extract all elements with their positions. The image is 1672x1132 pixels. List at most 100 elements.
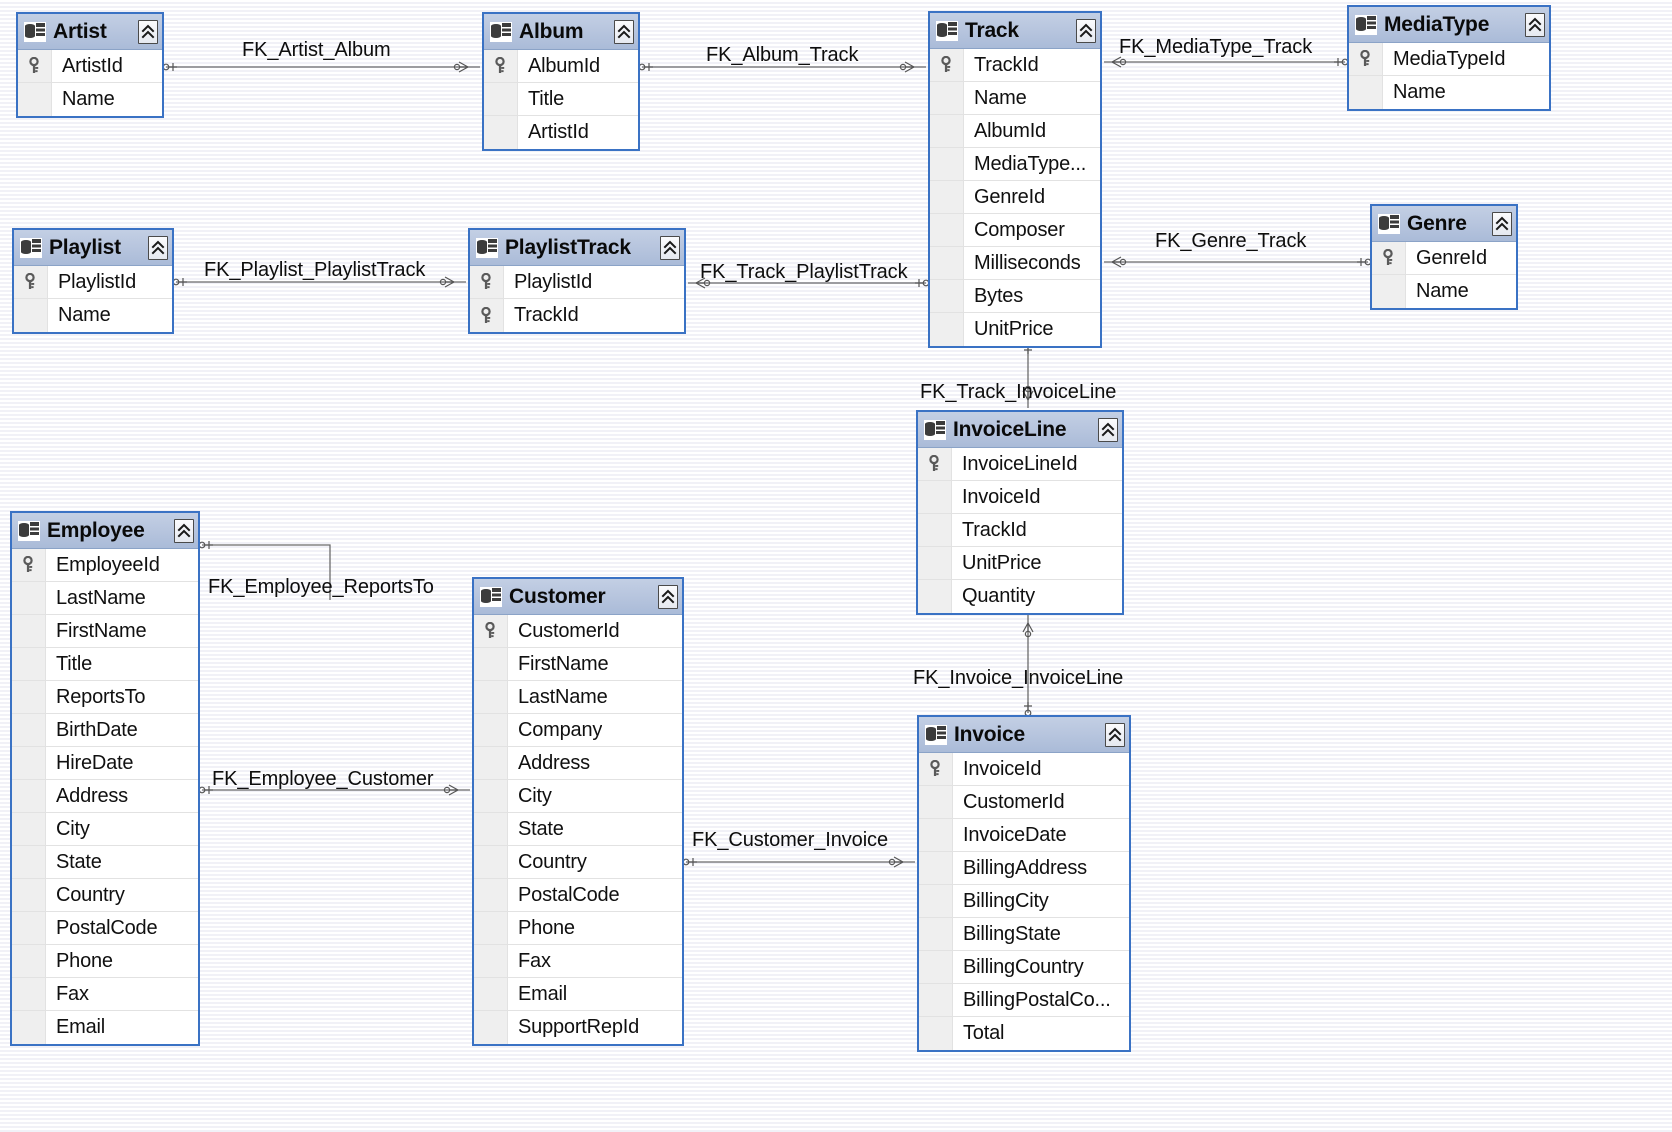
field-row[interactable]: PostalCode — [474, 879, 682, 912]
field-row[interactable]: Milliseconds — [930, 247, 1100, 280]
double-chevron-up-icon[interactable] — [174, 518, 194, 543]
field-row[interactable]: FirstName — [474, 648, 682, 681]
field-row[interactable]: Name — [1372, 275, 1516, 308]
entity-header-track[interactable]: Track — [930, 13, 1100, 49]
field-row[interactable]: GenreId — [1372, 242, 1516, 275]
entity-header-invoiceline[interactable]: InvoiceLine — [918, 412, 1122, 448]
field-row[interactable]: InvoiceId — [918, 481, 1122, 514]
field-row[interactable]: Quantity — [918, 580, 1122, 613]
double-chevron-up-icon[interactable] — [658, 584, 678, 609]
entity-header-album[interactable]: Album — [484, 14, 638, 50]
double-chevron-up-icon[interactable] — [138, 19, 158, 44]
field-row[interactable]: HireDate — [12, 747, 198, 780]
field-row[interactable]: MediaTypeId — [1349, 43, 1549, 76]
field-row[interactable]: TrackId — [918, 514, 1122, 547]
field-row[interactable]: AlbumId — [930, 115, 1100, 148]
field-row[interactable]: Email — [474, 978, 682, 1011]
entity-header-invoice[interactable]: Invoice — [919, 717, 1129, 753]
field-row[interactable]: Name — [1349, 76, 1549, 109]
field-row[interactable]: City — [474, 780, 682, 813]
field-row[interactable]: Country — [474, 846, 682, 879]
field-row[interactable]: InvoiceId — [919, 753, 1129, 786]
field-row[interactable]: BillingAddress — [919, 852, 1129, 885]
double-chevron-up-icon[interactable] — [614, 19, 634, 44]
field-row[interactable]: Composer — [930, 214, 1100, 247]
field-row[interactable]: SupportRepId — [474, 1011, 682, 1044]
field-row[interactable]: Address — [12, 780, 198, 813]
field-row[interactable]: BillingPostalCo... — [919, 984, 1129, 1017]
field-row[interactable]: BillingCountry — [919, 951, 1129, 984]
entity-header-genre[interactable]: Genre — [1372, 206, 1516, 242]
field-row[interactable]: Title — [12, 648, 198, 681]
double-chevron-up-icon[interactable] — [148, 235, 168, 260]
field-row[interactable]: PostalCode — [12, 912, 198, 945]
field-row[interactable]: LastName — [474, 681, 682, 714]
field-row[interactable]: UnitPrice — [918, 547, 1122, 580]
field-row[interactable]: ArtistId — [18, 50, 162, 83]
field-row[interactable]: Title — [484, 83, 638, 116]
field-row[interactable]: CustomerId — [474, 615, 682, 648]
field-row[interactable]: CustomerId — [919, 786, 1129, 819]
field-row[interactable]: BillingState — [919, 918, 1129, 951]
field-row[interactable]: Name — [930, 82, 1100, 115]
entity-title: Playlist — [49, 236, 121, 259]
field-row[interactable]: FirstName — [12, 615, 198, 648]
field-row[interactable]: LastName — [12, 582, 198, 615]
double-chevron-up-icon[interactable] — [1525, 12, 1545, 37]
entity-header-customer[interactable]: Customer — [474, 579, 682, 615]
field-row[interactable]: InvoiceDate — [919, 819, 1129, 852]
field-row[interactable]: Fax — [12, 978, 198, 1011]
entity-header-employee[interactable]: Employee — [12, 513, 198, 549]
field-row[interactable]: GenreId — [930, 181, 1100, 214]
field-row[interactable]: ReportsTo — [12, 681, 198, 714]
field-row[interactable]: Fax — [474, 945, 682, 978]
field-row[interactable]: Name — [18, 83, 162, 116]
entity-header-playlisttrack[interactable]: PlaylistTrack — [470, 230, 684, 266]
field-row[interactable]: PlaylistId — [14, 266, 172, 299]
double-chevron-up-icon[interactable] — [1492, 211, 1512, 236]
field-row[interactable]: AlbumId — [484, 50, 638, 83]
field-row[interactable]: EmployeeId — [12, 549, 198, 582]
field-row[interactable]: Name — [14, 299, 172, 332]
field-row[interactable]: UnitPrice — [930, 313, 1100, 346]
double-chevron-up-icon[interactable] — [1076, 18, 1096, 43]
field-row[interactable]: MediaType... — [930, 148, 1100, 181]
field-row[interactable]: State — [12, 846, 198, 879]
field-row[interactable]: Phone — [12, 945, 198, 978]
field-row[interactable]: Address — [474, 747, 682, 780]
double-chevron-up-icon[interactable] — [660, 235, 680, 260]
field-row[interactable]: InvoiceLineId — [918, 448, 1122, 481]
field-row[interactable]: TrackId — [930, 49, 1100, 82]
entity-header-mediatype[interactable]: MediaType — [1349, 7, 1549, 43]
field-row[interactable]: Country — [12, 879, 198, 912]
field-name: BillingState — [963, 922, 1061, 945]
field-row[interactable]: Phone — [474, 912, 682, 945]
field-row[interactable]: Bytes — [930, 280, 1100, 313]
double-chevron-up-icon[interactable] — [1105, 722, 1125, 747]
field-row[interactable]: BillingCity — [919, 885, 1129, 918]
entity-header-playlist[interactable]: Playlist — [14, 230, 172, 266]
field-row[interactable]: BirthDate — [12, 714, 198, 747]
field-row[interactable]: State — [474, 813, 682, 846]
field-row[interactable]: Company — [474, 714, 682, 747]
field-row[interactable]: Email — [12, 1011, 198, 1044]
field-row[interactable]: PlaylistId — [470, 266, 684, 299]
field-row[interactable]: ArtistId — [484, 116, 638, 149]
field-row[interactable]: Total — [919, 1017, 1129, 1050]
double-chevron-up-icon[interactable] — [1098, 417, 1118, 442]
field-row[interactable]: TrackId — [470, 299, 684, 332]
entity-header-artist[interactable]: Artist — [18, 14, 162, 50]
field-row[interactable]: City — [12, 813, 198, 846]
